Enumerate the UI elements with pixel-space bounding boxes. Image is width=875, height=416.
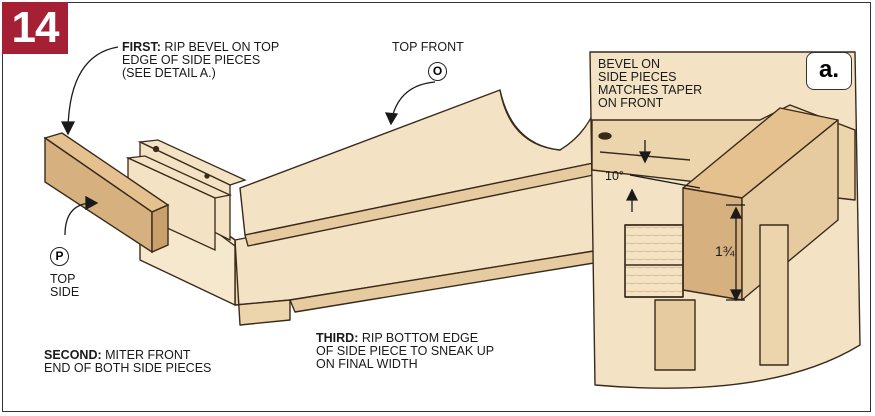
first-step-lead: FIRST:	[122, 40, 161, 54]
second-step-line2: END OF BOTH SIDE PIECES	[44, 361, 212, 375]
top-side-label: TOP SIDE	[50, 272, 80, 299]
bevel-angle-label: 10°	[605, 169, 624, 183]
third-step-callout: THIRD: RIP BOTTOM EDGE OF SIDE PIECE TO …	[316, 332, 494, 371]
first-step-callout: FIRST: RIP BEVEL ON TOP EDGE OF SIDE PIE…	[122, 41, 279, 80]
part-o-marker: O	[428, 62, 447, 81]
top-front-label: TOP FRONT	[392, 40, 464, 54]
third-step-line2: OF SIDE PIECE TO SNEAK UP	[316, 344, 495, 358]
side-rails	[125, 139, 247, 252]
leader-arrows	[60, 46, 436, 236]
third-step-lead: THIRD:	[316, 331, 359, 345]
second-step-lead: SECOND:	[44, 348, 102, 362]
third-step-text: RIP BOTTOM EDGE	[361, 331, 479, 345]
third-step-line3: ON FINAL WIDTH	[316, 357, 418, 371]
step-number-badge: 14	[2, 2, 68, 54]
first-step-text: RIP BEVEL ON TOP	[164, 40, 280, 54]
second-step-callout: SECOND: MITER FRONT END OF BOTH SIDE PIE…	[44, 349, 211, 375]
dimension-marks	[625, 140, 745, 302]
detail-label: a.	[806, 52, 852, 90]
first-step-line3: (SEE DETAIL a.)	[122, 66, 216, 80]
detail-note: BEVEL ON SIDE PIECES MATCHES TAPER ON FR…	[598, 57, 703, 110]
part-p-marker: P	[50, 247, 69, 266]
detail-a-panel	[589, 51, 861, 389]
first-step-line2: EDGE OF SIDE PIECES	[122, 53, 261, 67]
second-step-text: MITER FRONT	[105, 348, 191, 362]
top-side-piece	[43, 132, 170, 254]
thickness-dimension-label: 1¾	[715, 243, 735, 259]
